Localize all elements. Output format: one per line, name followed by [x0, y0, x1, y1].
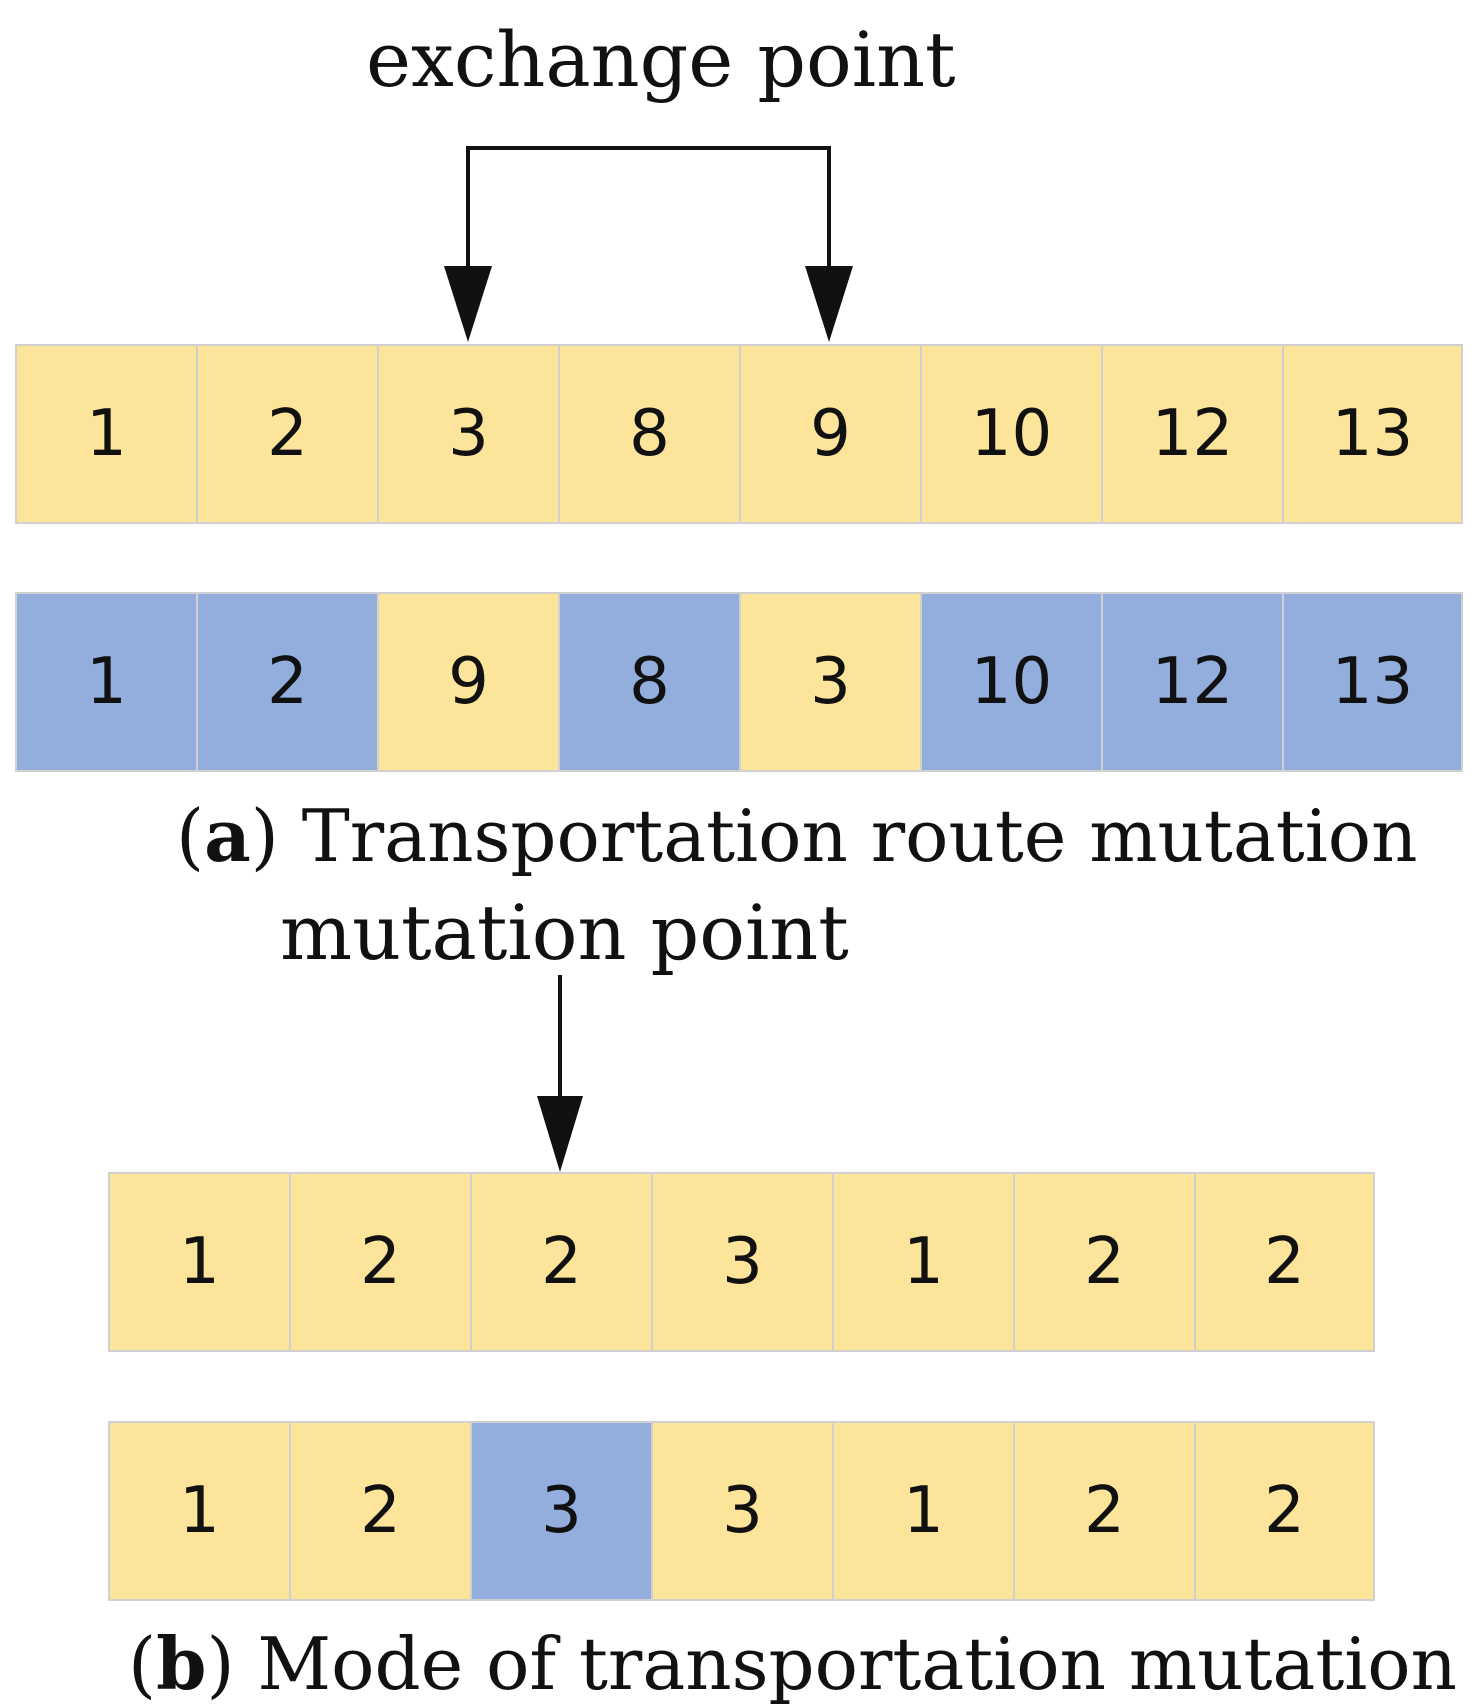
gene-cell: 2 [289, 1174, 470, 1350]
gene-cell: 2 [1194, 1174, 1375, 1350]
caption-a-letter: a [204, 793, 251, 878]
gene-cell: 3 [470, 1423, 651, 1599]
caption-a-text: Transportation route mutation [301, 794, 1418, 878]
caption-a: (a) Transportation route mutation [176, 793, 1418, 878]
gene-cell: 3 [651, 1174, 832, 1350]
gene-cell: 2 [1013, 1174, 1194, 1350]
gene-cell: 3 [377, 346, 558, 522]
gene-cell: 2 [196, 346, 377, 522]
gene-cell: 10 [920, 594, 1101, 770]
gene-cell: 8 [558, 346, 739, 522]
gene-cell: 13 [1282, 346, 1463, 522]
exchange-arrow [466, 146, 831, 270]
gene-cell: 2 [196, 594, 377, 770]
caption-b-text: Mode of transportation mutation [257, 1622, 1458, 1706]
gene-cell: 2 [1013, 1423, 1194, 1599]
gene-cell: 12 [1101, 594, 1282, 770]
caption-b-letter: b [156, 1621, 207, 1706]
gene-cell: 2 [1194, 1423, 1375, 1599]
gene-cell: 9 [739, 346, 920, 522]
mutation-arrowhead [537, 1096, 583, 1172]
gene-cell: 1 [832, 1423, 1013, 1599]
gene-cell: 1 [15, 346, 196, 522]
gene-cell: 8 [558, 594, 739, 770]
caption-b: (b) Mode of transportation mutation [128, 1621, 1458, 1706]
gene-cell: 1 [832, 1174, 1013, 1350]
gene-cell: 12 [1101, 346, 1282, 522]
exchange-arrowhead-left [444, 266, 492, 342]
gene-cell: 2 [470, 1174, 651, 1350]
gene-cell: 1 [108, 1174, 289, 1350]
gene-cell: 2 [289, 1423, 470, 1599]
gene-cell: 13 [1282, 594, 1463, 770]
gene-cell: 9 [377, 594, 558, 770]
exchange-point-label: exchange point [366, 15, 956, 104]
gene-cell: 10 [920, 346, 1101, 522]
gene-cell: 1 [108, 1423, 289, 1599]
gene-cell: 1 [15, 594, 196, 770]
gene-cell: 3 [739, 594, 920, 770]
gene-cell: 3 [651, 1423, 832, 1599]
mutation-point-label: mutation point [280, 888, 849, 977]
exchange-arrowhead-right [805, 266, 853, 342]
